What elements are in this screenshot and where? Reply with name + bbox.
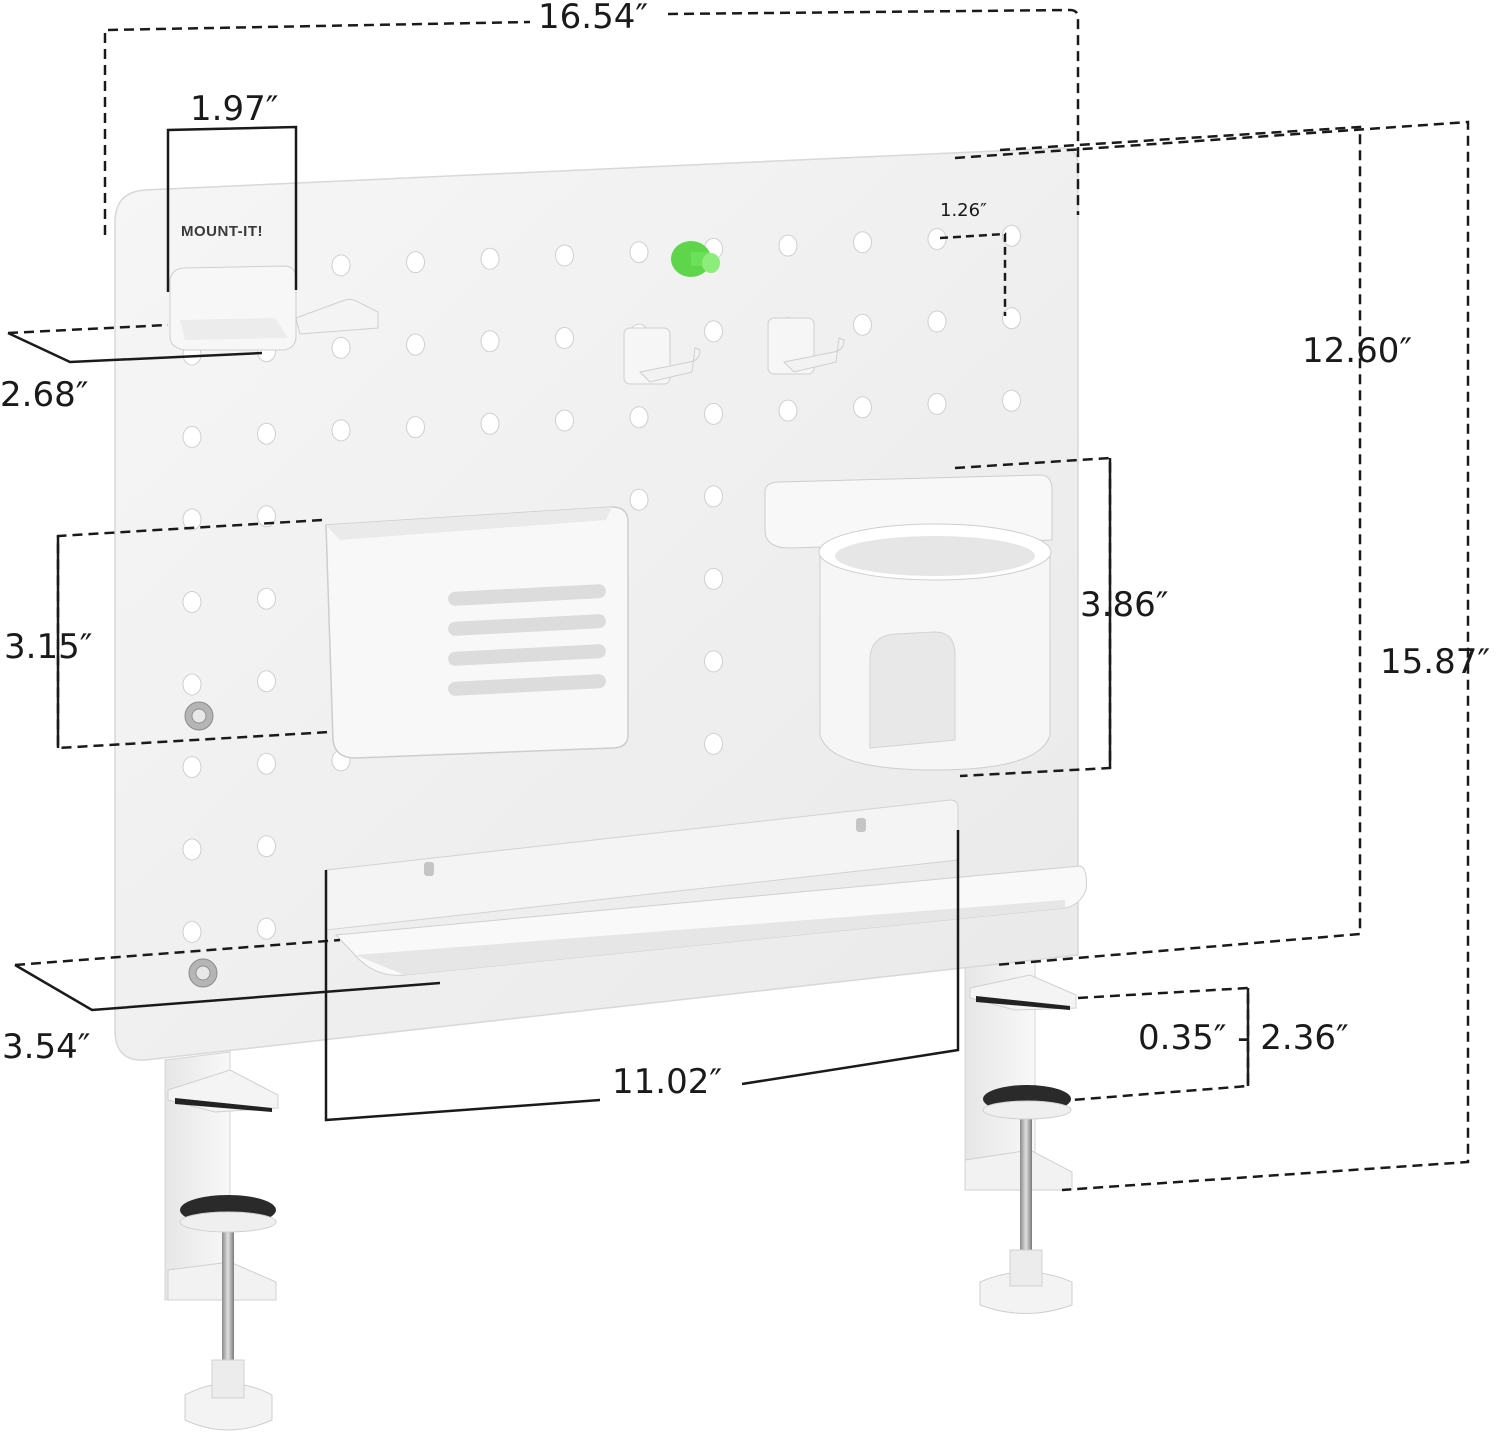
dimension-shelf-width: 11.02″ — [612, 1062, 723, 1102]
left-clamp — [164, 1051, 279, 1431]
brand-logo: MOUNT-IT! — [181, 223, 263, 240]
peg-holes — [182, 224, 1021, 943]
right-clamp — [964, 954, 1077, 1314]
peg-hole — [778, 234, 798, 257]
peg-hole — [257, 670, 276, 693]
peg-hole — [331, 419, 351, 442]
peg-hole — [555, 409, 574, 432]
cup-holder — [764, 474, 1053, 771]
peg-hole — [853, 396, 872, 419]
peg-hole — [480, 247, 500, 270]
peg-hole — [406, 333, 425, 356]
storage-box — [325, 506, 629, 759]
dimension-cup-holder-height: 3.86″ — [1080, 585, 1169, 625]
peg-hole — [704, 567, 723, 590]
dimension-panel-height: 12.60″ — [1302, 331, 1413, 371]
peg-hole — [1002, 307, 1021, 330]
dimension-lines — [7, 8, 1470, 1192]
dimension-storage-box-height: 3.15″ — [4, 627, 93, 667]
peg-hole — [331, 336, 351, 359]
peg-hole — [257, 835, 276, 858]
dimension-hole-spacing: 1.26″ — [940, 200, 987, 221]
peg-hole — [182, 508, 202, 531]
peg-hole — [853, 231, 872, 254]
dimension-hook-width: 1.97″ — [190, 89, 279, 129]
dimension-hook-depth: 2.68″ — [0, 375, 89, 415]
peg-hole — [257, 587, 276, 610]
peg-hole — [182, 838, 202, 861]
peg-hole — [927, 310, 947, 333]
peg-hole — [704, 485, 723, 508]
small-hook-left — [623, 327, 701, 385]
dimension-overall-width: 16.54″ — [538, 0, 649, 37]
peg-hole — [182, 426, 202, 448]
peg-hole — [257, 422, 276, 445]
peg-hole — [555, 244, 574, 267]
peg-hole — [555, 327, 574, 349]
peg-hole — [406, 251, 425, 274]
peg-hole — [704, 732, 723, 755]
peg-hole — [182, 921, 202, 943]
top-left-hook-shelf — [169, 265, 379, 351]
peg-hole — [182, 673, 202, 696]
peg-hole — [1002, 224, 1021, 247]
peg-hole — [480, 330, 500, 353]
green-peg-pin-icon — [671, 241, 720, 277]
peg-hole — [331, 254, 351, 277]
peg-hole — [257, 505, 276, 528]
dimension-overall-height: 15.87″ — [1380, 642, 1491, 682]
peg-hole — [853, 313, 872, 336]
mounting-screw-icon — [184, 701, 218, 988]
peg-hole — [182, 756, 202, 778]
peg-hole — [704, 402, 723, 425]
peg-hole — [257, 917, 276, 940]
peg-hole — [927, 228, 947, 250]
dimension-clamp-range: 0.35″ - 2.36″ — [1138, 1018, 1349, 1058]
peg-hole — [927, 393, 947, 415]
dimension-shelf-depth: 3.54″ — [2, 1027, 91, 1067]
peg-hole — [629, 406, 649, 429]
peg-hole — [1002, 389, 1021, 412]
peg-hole — [704, 650, 723, 673]
long-shelf — [325, 799, 1087, 976]
peg-hole — [257, 752, 276, 775]
small-hook-right — [767, 317, 845, 375]
peg-hole — [629, 241, 649, 264]
peg-hole — [704, 320, 723, 343]
peg-hole — [480, 412, 500, 435]
peg-hole — [629, 488, 649, 511]
peg-hole — [406, 416, 425, 439]
peg-hole — [182, 591, 202, 613]
peg-hole — [778, 399, 798, 422]
